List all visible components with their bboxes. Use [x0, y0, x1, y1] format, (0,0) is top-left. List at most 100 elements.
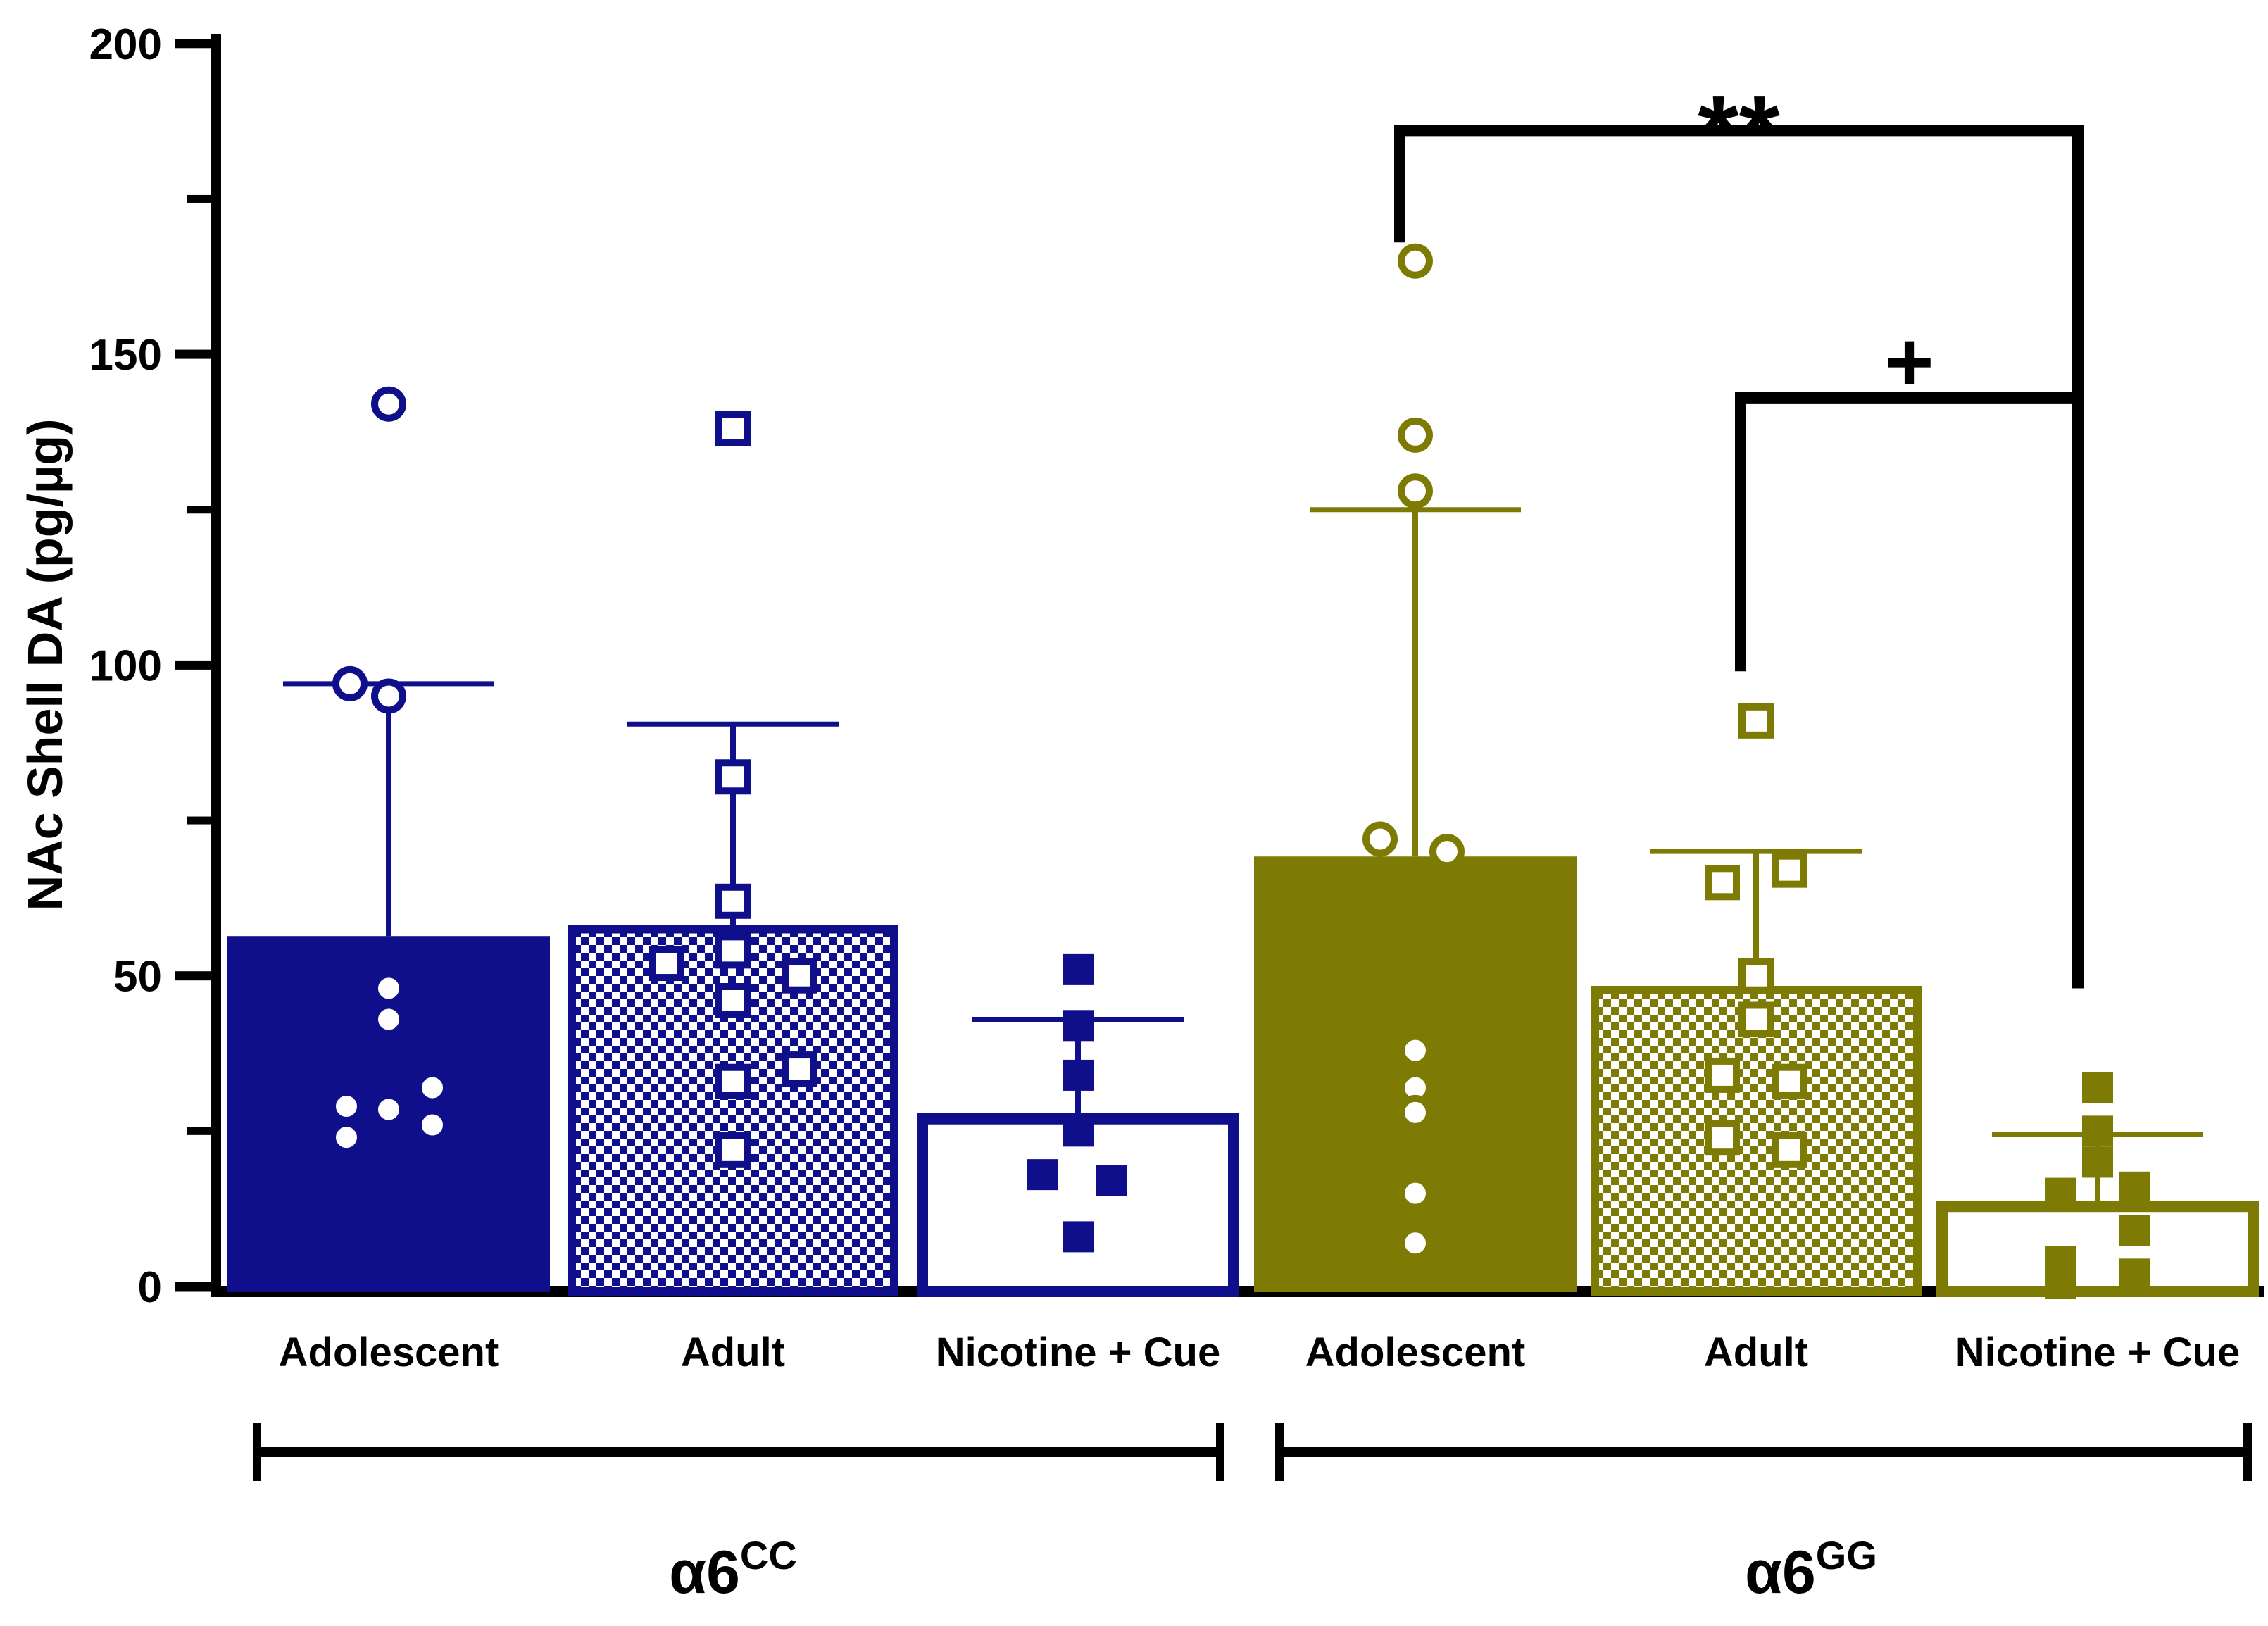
bar-rect [1591, 985, 1922, 1296]
data-point-circle [371, 1092, 406, 1127]
data-point-circle [1429, 834, 1465, 870]
x-category-label: Nicotine + Cue [936, 1330, 1220, 1375]
data-point-filled-square [1063, 953, 1094, 985]
x-category-label: Adult [1704, 1330, 1808, 1375]
data-points [1027, 953, 1127, 1253]
y-tick-label: 50 [113, 953, 162, 1001]
data-point-circle [415, 1107, 450, 1143]
data-points [2045, 1072, 2150, 1299]
bar-group-cc-adult [568, 411, 898, 1296]
genotype-bracket-cap [253, 1423, 261, 1481]
significance-label: + [1884, 315, 1934, 409]
data-point-filled-square [2119, 1171, 2150, 1203]
data-point-circle [371, 970, 406, 1006]
x-category-label: Nicotine + Cue [1955, 1330, 2240, 1375]
data-point-filled-square [1063, 1115, 1094, 1147]
data-point-circle [329, 1120, 364, 1156]
data-point-circle [371, 678, 406, 714]
x-category-label: Adolescent [1305, 1330, 1526, 1375]
y-major-tick [175, 349, 211, 359]
data-point-filled-square [2119, 1215, 2150, 1246]
data-point-circle [415, 1070, 450, 1106]
data-point-circle [1362, 821, 1398, 857]
bar-group-gg-nicotine-cue [1936, 1072, 2259, 1299]
data-point-circle [332, 665, 368, 701]
data-point-open-square [1772, 1132, 1807, 1168]
y-tick-label: 0 [138, 1263, 162, 1312]
bar-group-cc-adolescent [227, 386, 550, 1292]
data-point-open-square [715, 1063, 751, 1099]
y-minor-tick [187, 1127, 211, 1135]
data-point-filled-square [2045, 1268, 2076, 1299]
y-major-tick [175, 39, 211, 49]
bar-group-gg-adult [1591, 703, 1922, 1296]
data-point-circle [1398, 417, 1433, 453]
data-points [329, 386, 450, 1156]
genotype-label: α6CC [669, 1533, 797, 1606]
data-points [1362, 243, 1465, 1261]
x-category-label: Adult [681, 1330, 785, 1375]
data-point-open-square [782, 958, 817, 994]
data-point-filled-square [1063, 1221, 1094, 1253]
y-major-tick [175, 1282, 211, 1292]
y-minor-tick [187, 194, 211, 203]
data-point-filled-square [1027, 1159, 1058, 1191]
genotype-brackets: α6CC α6GG [253, 1423, 2252, 1606]
error-bar [1310, 507, 1521, 857]
data-point-open-square [715, 983, 751, 1019]
data-point-open-square [1738, 958, 1774, 994]
significance-label: ** [1698, 73, 1780, 192]
data-point-open-square [1738, 703, 1774, 739]
data-point-filled-square [2082, 1115, 2113, 1147]
genotype-label: α6GG [1745, 1533, 1877, 1606]
bar-rect [1936, 1201, 2259, 1297]
data-point-open-square [1705, 1057, 1740, 1093]
data-point-filled-square [1063, 1010, 1094, 1042]
data-point-open-square [715, 759, 751, 795]
genotype-bracket-cap [1275, 1423, 1284, 1481]
data-point-circle [1398, 1175, 1433, 1211]
data-point-circle [1398, 473, 1433, 509]
data-point-open-square [1772, 852, 1807, 888]
data-point-open-square [1738, 1001, 1774, 1037]
significance-brackets: ** + [1394, 73, 2084, 989]
y-tick-label: 100 [89, 642, 162, 690]
data-point-open-square [715, 883, 751, 919]
x-category-label: Adolescent [279, 1330, 499, 1375]
data-point-circle [1398, 1225, 1433, 1261]
data-point-open-square [782, 1051, 817, 1087]
data-point-circle [1398, 243, 1433, 279]
data-point-filled-square [2082, 1072, 2113, 1103]
y-axis-title: NAc Shell DA (pg/µg) [18, 419, 73, 911]
data-point-circle [371, 1001, 406, 1037]
data-point-open-square [715, 1132, 751, 1168]
y-major-tick [175, 971, 211, 981]
data-point-open-square [1705, 1120, 1740, 1156]
data-point-open-square [715, 411, 751, 447]
error-bar [283, 681, 494, 937]
genotype-bracket-cap [2243, 1423, 2252, 1481]
data-point-open-square [649, 946, 684, 982]
y-minor-tick [187, 506, 211, 514]
y-major-tick [175, 660, 211, 670]
y-tick-label: 200 [89, 20, 162, 69]
data-points [649, 411, 817, 1168]
data-point-filled-square [2119, 1258, 2150, 1290]
significance-bracket [1735, 392, 2084, 989]
data-point-circle [1398, 1032, 1433, 1068]
data-point-open-square [715, 933, 751, 969]
y-axis-line [211, 34, 221, 1297]
data-point-circle [329, 1089, 364, 1125]
data-point-filled-square [1063, 1059, 1094, 1091]
data-point-filled-square [2082, 1146, 2113, 1178]
data-point-open-square [1705, 865, 1740, 901]
bar-group-gg-adolescent [1254, 243, 1577, 1292]
genotype-bracket-cap [1216, 1423, 1224, 1481]
data-point-circle [371, 386, 406, 422]
data-point-open-square [1772, 1063, 1807, 1099]
data-points [1705, 703, 1807, 1168]
data-point-filled-square [1096, 1165, 1127, 1196]
data-point-filled-square [2045, 1177, 2076, 1209]
